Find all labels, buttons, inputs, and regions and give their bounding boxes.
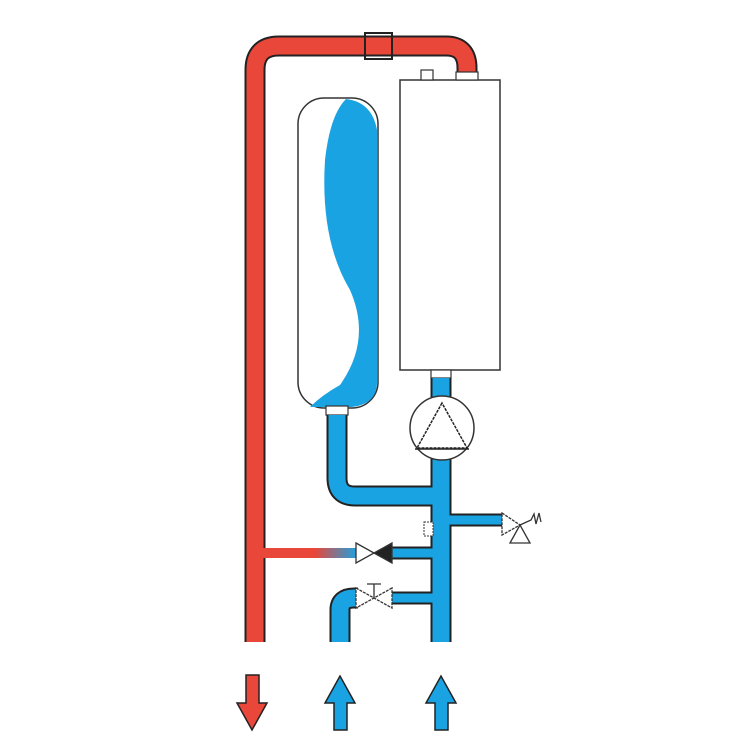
safety-valve [501,511,542,544]
cold-water-in-arrow [323,674,357,731]
check-valve [355,541,393,565]
inlet-fitting [430,369,452,379]
tank-fitting [325,405,349,416]
outlet-fitting [455,71,479,81]
pressure-gauge [423,521,434,537]
membrane-water [310,99,377,407]
return-in-arrow [424,674,458,731]
circulation-pump [409,395,475,461]
fill-valve [355,583,393,610]
boiler [399,69,501,379]
supply-pipe [244,32,478,642]
expansion-tank [297,97,379,416]
bypass-pipe [262,548,358,558]
pipe-coupling [364,32,393,60]
air-vent [420,69,434,81]
supply-out-arrow [235,674,269,732]
